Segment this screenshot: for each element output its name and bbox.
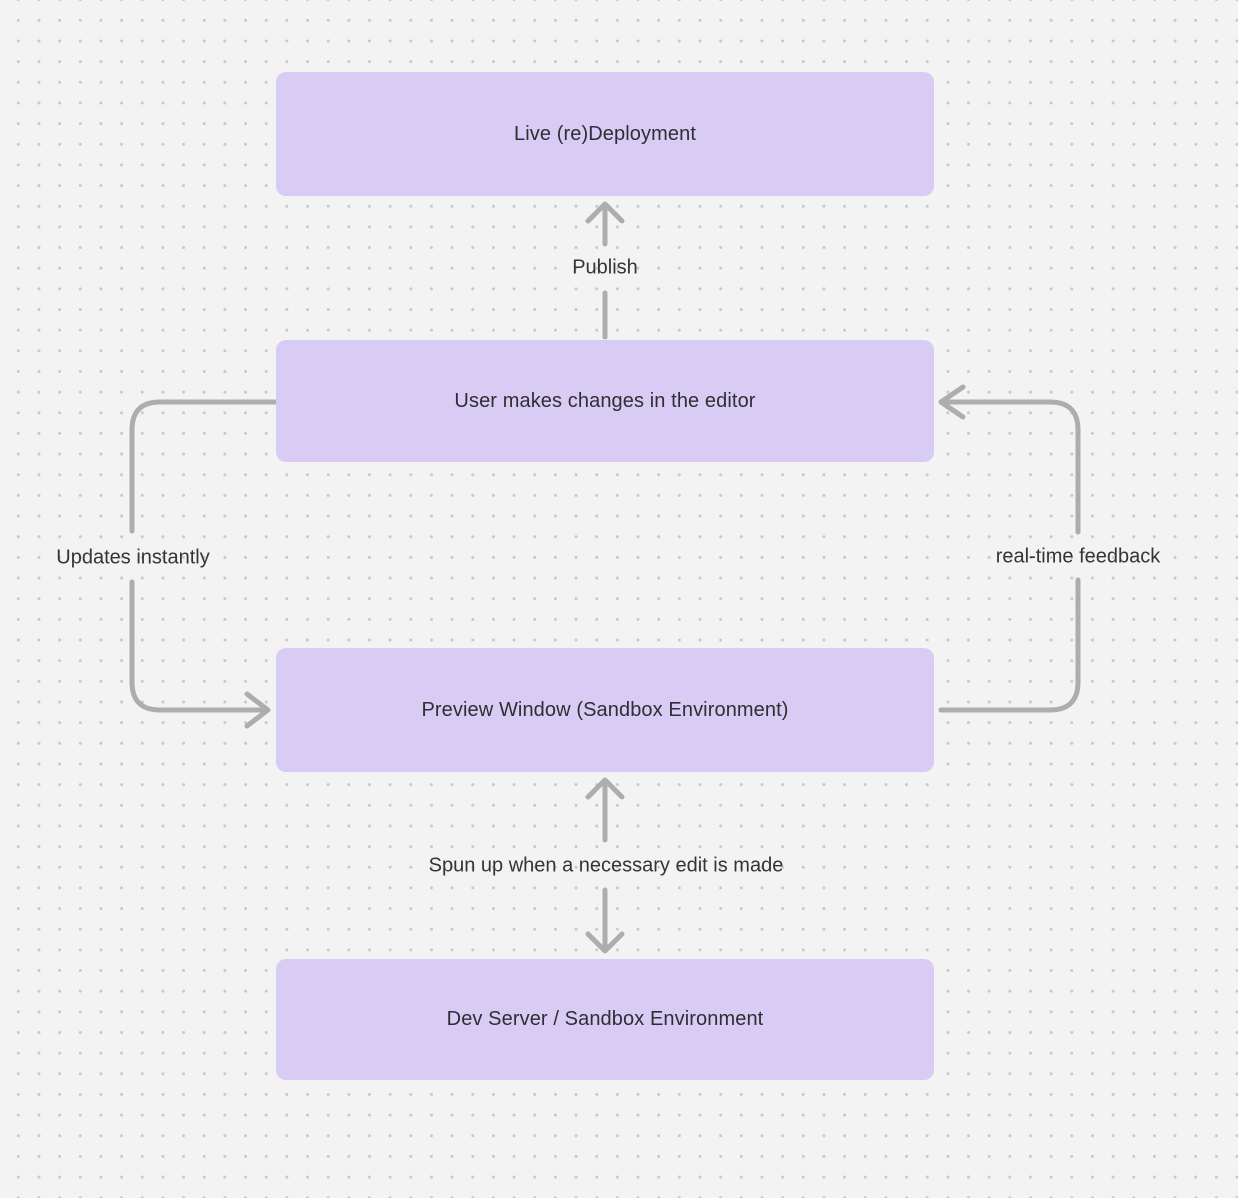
node-preview-window[interactable]: Preview Window (Sandbox Environment) <box>276 648 934 772</box>
arrowhead-right-icon <box>244 691 271 729</box>
node-dev-server[interactable]: Dev Server / Sandbox Environment <box>276 959 934 1080</box>
arrowhead-left-icon <box>938 384 966 420</box>
node-label: User makes changes in the editor <box>454 389 756 412</box>
edge-line <box>938 577 1081 713</box>
edge-label-spun-up: Spun up when a necessary edit is made <box>428 854 784 877</box>
node-user-editor[interactable]: User makes changes in the editor <box>276 340 934 462</box>
edge-line <box>944 399 1081 535</box>
edge-label-updates-instantly: Updates instantly <box>56 546 210 569</box>
arrowhead-down-icon <box>585 931 625 954</box>
edge-line <box>129 579 265 713</box>
node-label: Live (re)Deployment <box>514 122 696 145</box>
edge-label-real-time-feedback: real-time feedback <box>995 545 1161 568</box>
node-label: Preview Window (Sandbox Environment) <box>421 698 789 721</box>
arrowhead-up-icon <box>585 201 625 224</box>
node-live-redeployment[interactable]: Live (re)Deployment <box>276 72 934 196</box>
edge-label-publish: Publish <box>572 256 638 279</box>
edge-line <box>129 399 279 534</box>
arrowhead-up-icon <box>585 777 625 800</box>
node-label: Dev Server / Sandbox Environment <box>446 1008 764 1030</box>
